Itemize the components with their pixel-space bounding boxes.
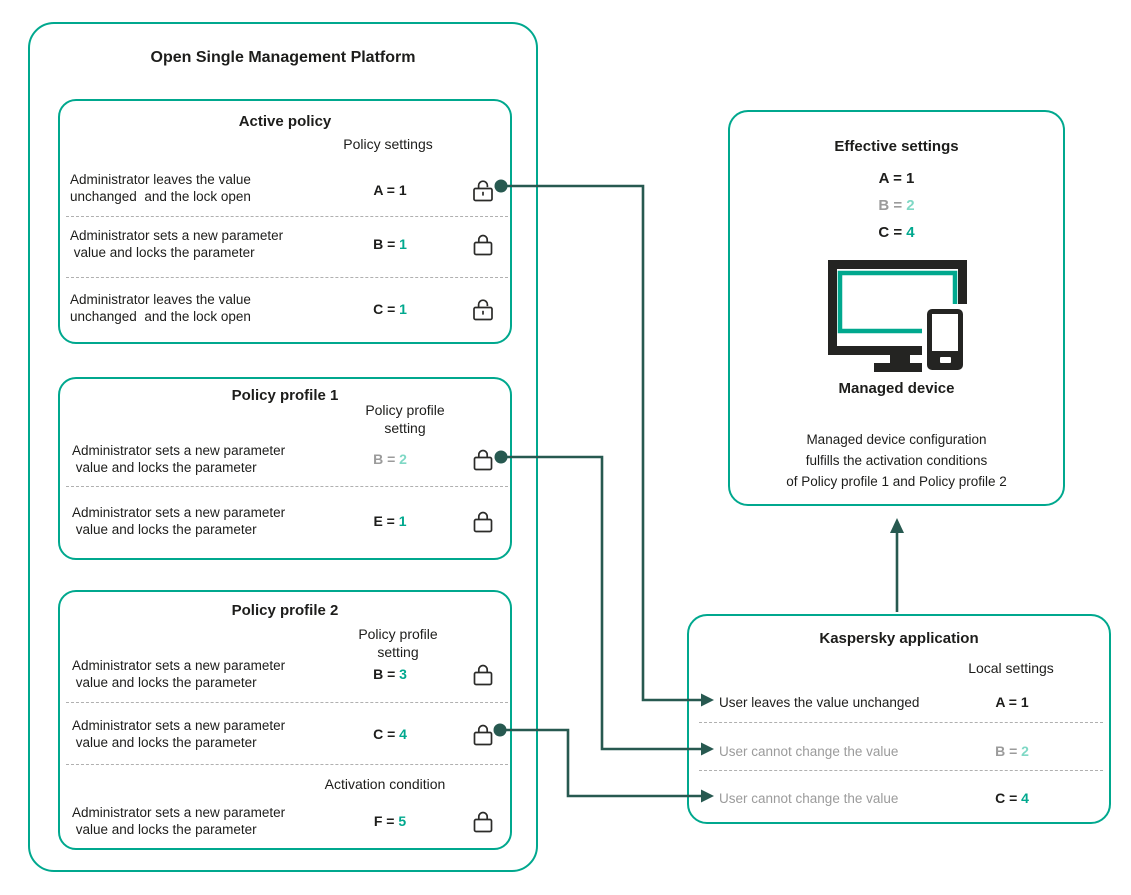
policy-settings-label: Policy settings (343, 136, 433, 152)
local-setting-value: A = 1 (995, 694, 1029, 710)
row-description: User leaves the value unchanged (719, 695, 920, 710)
kaspersky-application-title: Kaspersky application (819, 630, 979, 647)
managed-device-label: Managed device (838, 380, 955, 397)
row-divider (699, 770, 1103, 771)
lock-closed-icon (473, 664, 493, 686)
lock-open-icon (473, 180, 493, 202)
row-description: Administrator sets a new parameter value… (72, 718, 286, 750)
policy-setting-value: B = 1 (373, 236, 407, 252)
row-description: User cannot change the value (719, 744, 899, 759)
policy-setting-value: F = 5 (373, 813, 407, 829)
effective-settings-title: Effective settings (834, 138, 959, 155)
effective-value: C = 4 (878, 224, 915, 241)
row-divider (66, 277, 508, 278)
policy-setting-value: E = 1 (373, 513, 407, 529)
lock-closed-icon (473, 724, 493, 746)
arrowhead-up-icon (890, 518, 904, 533)
policy-setting-value: B = 3 (373, 666, 407, 682)
row-divider (66, 702, 508, 703)
platform-panel: Open Single Management Platform Active p… (28, 22, 538, 872)
row-description: Administrator sets a new parameter value… (72, 805, 286, 837)
row-description: Administrator sets a new parameter value… (70, 228, 284, 260)
policy-setting-value: C = 1 (373, 301, 407, 317)
lock-closed-icon (473, 811, 493, 833)
policy-profile-2-title: Policy profile 2 (231, 602, 339, 619)
row-description: Administrator sets a new parameter value… (72, 443, 286, 475)
managed-device-icon (828, 260, 968, 374)
lock-closed-icon (473, 511, 493, 533)
effective-value: B = 2 (878, 197, 915, 214)
platform-title: Open Single Management Platform (150, 49, 416, 66)
lock-closed-icon (473, 449, 493, 471)
policy-setting-value: A = 1 (373, 182, 407, 198)
local-setting-value: B = 2 (995, 743, 1029, 759)
active-policy-panel: Active policy Policy settings Administra… (58, 99, 512, 344)
activation-condition-label: Activation condition (324, 776, 446, 792)
row-description: Administrator sets a new parameter value… (72, 505, 286, 537)
kaspersky-application-panel: Kaspersky application Local settings Use… (687, 614, 1111, 824)
effective-value: A = 1 (878, 170, 915, 187)
local-settings-label: Local settings (968, 660, 1054, 676)
policy-profile-1-title: Policy profile 1 (231, 387, 339, 404)
row-divider (66, 764, 508, 765)
row-description: Administrator sets a new parameter value… (72, 658, 286, 690)
active-policy-title: Active policy (238, 113, 332, 130)
effective-settings-panel: Effective settings A = 1 B = 2 C = 4 Man… (728, 110, 1065, 506)
policy-setting-value: C = 4 (373, 726, 407, 742)
lock-open-icon (473, 299, 493, 321)
row-divider (66, 216, 508, 217)
row-description: User cannot change the value (719, 791, 899, 806)
policy-setting-value: B = 2 (373, 451, 407, 467)
lock-closed-icon (473, 234, 493, 256)
local-setting-value: C = 4 (995, 790, 1029, 806)
row-divider (699, 722, 1103, 723)
row-divider (66, 486, 508, 487)
